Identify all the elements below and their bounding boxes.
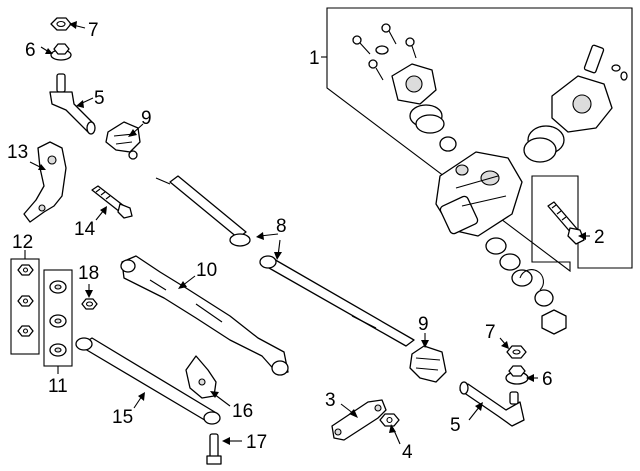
- callout-8: 8: [276, 216, 287, 237]
- nuts-group-12: [10, 258, 40, 355]
- callout-5-right: 5: [450, 415, 461, 436]
- callout-4: 4: [402, 442, 413, 463]
- callout-7-right: 7: [485, 322, 496, 343]
- center-link-10: [120, 255, 289, 376]
- callout-11: 11: [48, 376, 68, 397]
- callout-9-bottom: 9: [418, 314, 429, 335]
- nut-18: [81, 298, 98, 310]
- gear-bolts: [352, 23, 417, 81]
- leader-lines: [24, 21, 590, 445]
- tie-rod-8: [155, 175, 415, 347]
- callout-labels: 1 2 3 4 5 5 6 6 7 7 8 9 9 10 11 12 13 14…: [7, 20, 605, 463]
- pitman-arm-3: [331, 399, 387, 441]
- callout-14: 14: [74, 219, 96, 240]
- gear-housing: [435, 151, 523, 237]
- callout-7-top: 7: [88, 20, 99, 41]
- callout-6-top: 6: [25, 40, 36, 61]
- steering-gear-assembly: [326, 7, 633, 335]
- callout-6-right: 6: [542, 369, 553, 390]
- callout-18: 18: [78, 263, 99, 284]
- tie-rod-end-5-top: [49, 73, 96, 135]
- rod-clamp-9-bottom: [409, 345, 447, 383]
- bolt-2: [547, 201, 585, 245]
- callout-9-top: 9: [141, 108, 152, 129]
- callout-12: 12: [12, 232, 33, 253]
- bracket-16: [185, 355, 217, 399]
- bracket-13: [23, 141, 67, 223]
- callout-17: 17: [246, 432, 267, 453]
- nut-7-top: [50, 17, 72, 31]
- bolt-17: [206, 433, 222, 465]
- rod-clamp-9-top: [105, 121, 141, 160]
- gear-cover: [391, 63, 437, 105]
- flange-nut-6-top: [50, 43, 72, 61]
- gear-valve: [551, 44, 628, 133]
- callout-10: 10: [196, 260, 217, 281]
- callout-16: 16: [232, 401, 253, 422]
- gear-seal-rings: [485, 125, 567, 335]
- callout-1: 1: [309, 48, 320, 69]
- tie-rod-end-5-right: [459, 381, 525, 427]
- callout-2: 2: [594, 227, 605, 248]
- nut-7-right: [506, 345, 527, 359]
- cover-seals: [409, 104, 457, 152]
- flange-nut-6-right: [505, 365, 529, 385]
- bolt-14: [91, 185, 133, 219]
- nut-4: [379, 413, 400, 427]
- damper-15: [75, 337, 221, 425]
- callout-3: 3: [325, 390, 336, 411]
- callout-15: 15: [112, 407, 133, 428]
- bushings-group-11: [43, 269, 73, 367]
- callout-13: 13: [7, 142, 28, 163]
- callout-5-top: 5: [94, 88, 105, 109]
